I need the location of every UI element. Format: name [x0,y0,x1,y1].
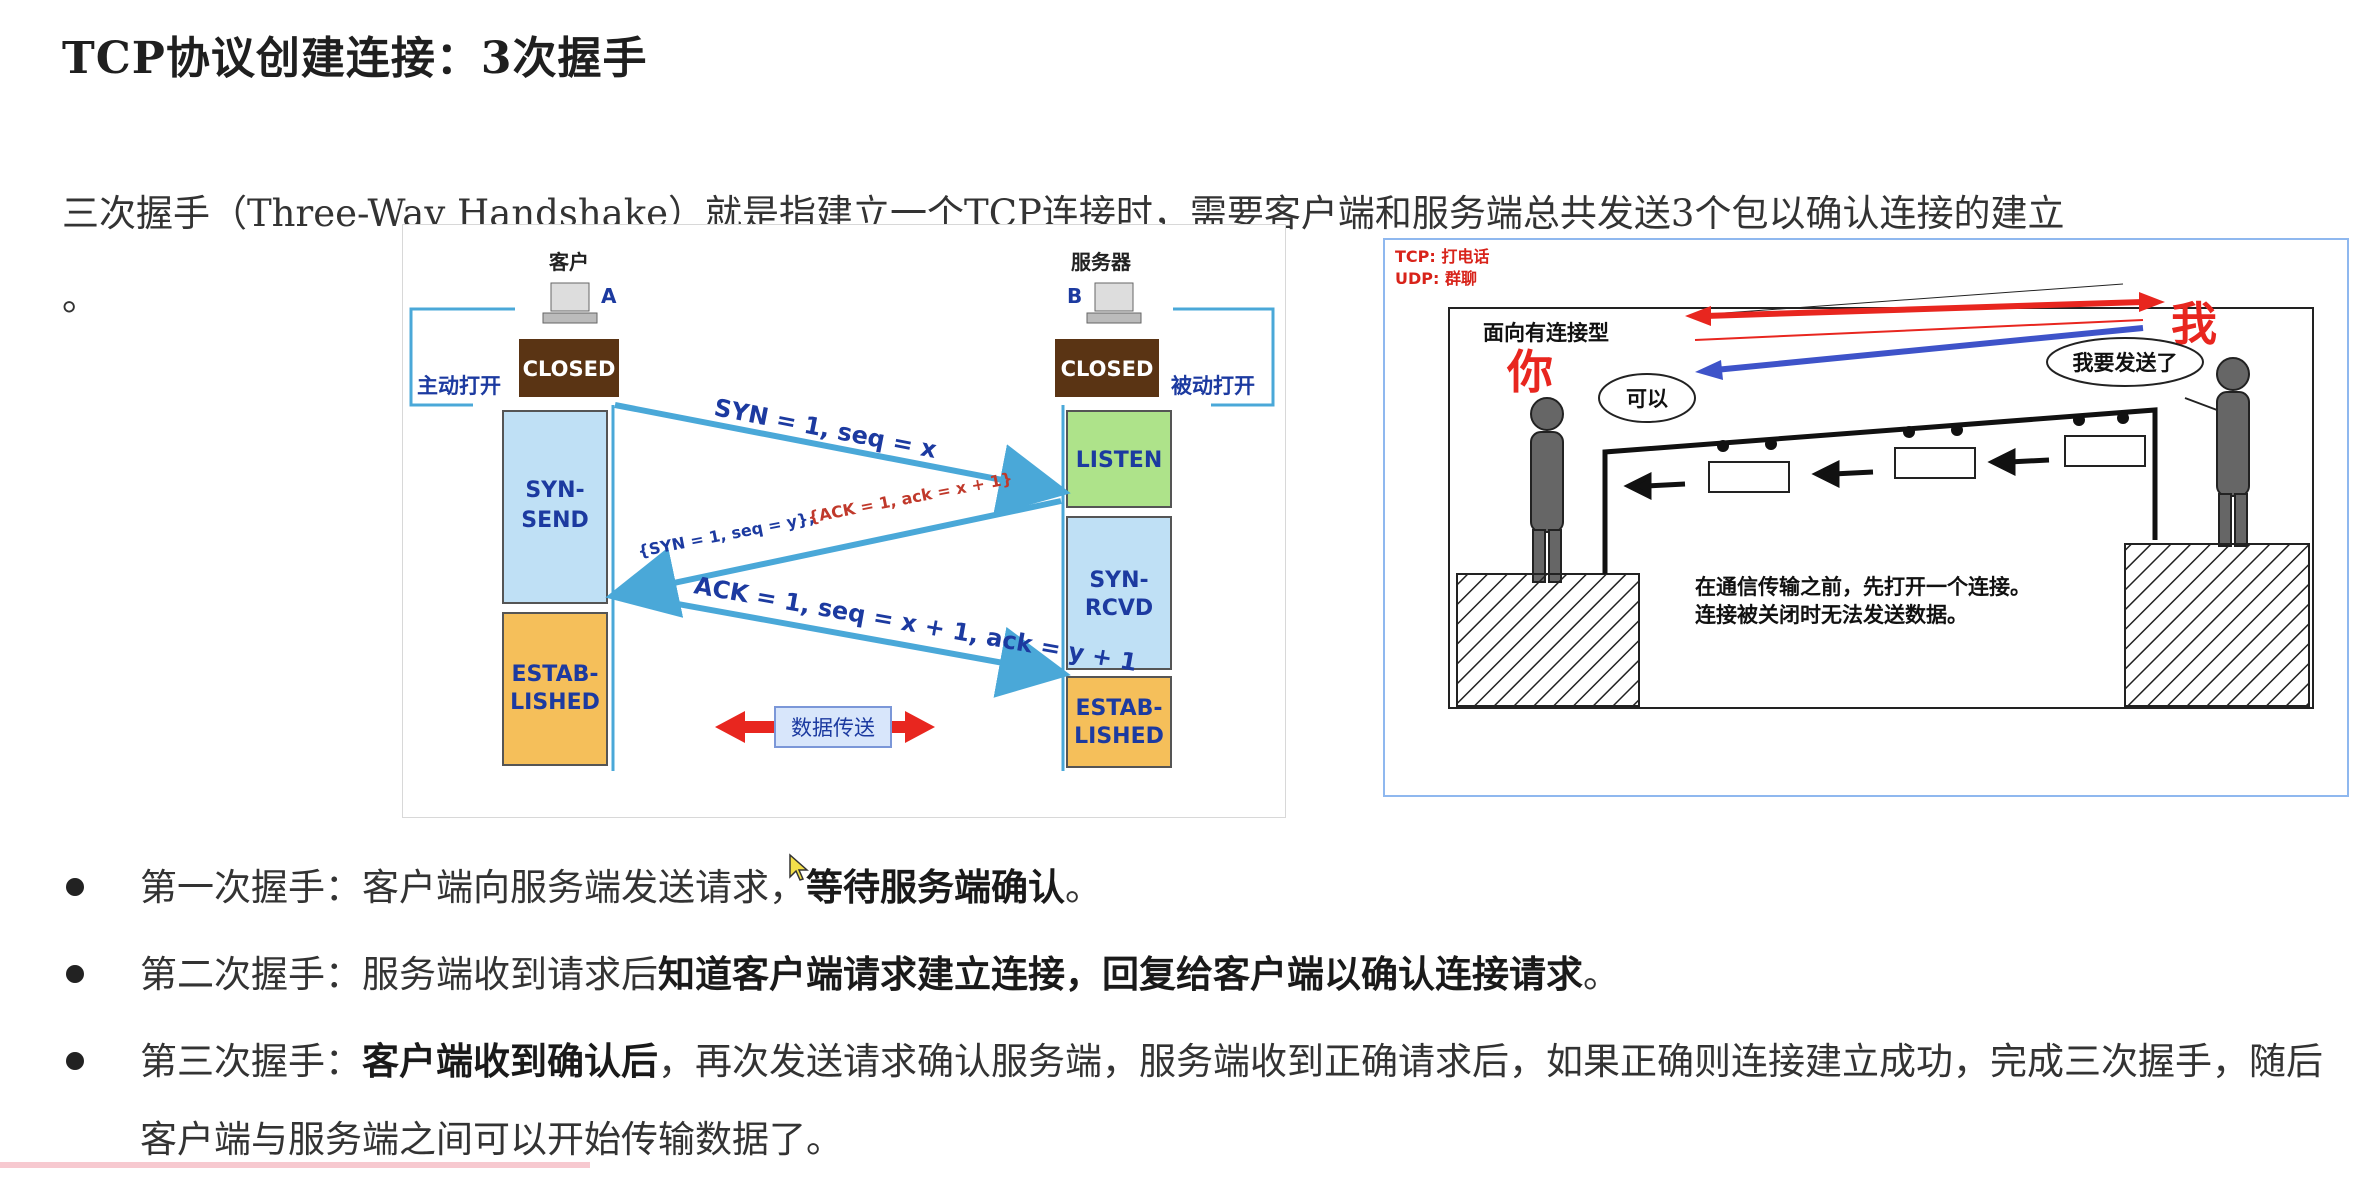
bullet-dot [66,965,84,983]
client-state-established [502,612,608,766]
connection-wire [1602,407,2158,574]
mouse-cursor-icon [789,853,809,881]
right-ground [2124,543,2310,707]
data-transfer-label: 数据传送 [791,716,875,740]
highlight-bar [0,1162,590,1168]
server-state-listen [1066,410,1172,508]
step3-bold: 客户端收到确认后 [362,1039,658,1083]
bullet-dot [66,878,84,896]
handshake-diagram: 客户 A 服务器 B 主动打开 被动打开 CLOSED SYN- SEND ES… [402,224,1286,818]
left-ground [1456,573,1640,707]
client-label: 客户 [548,250,589,274]
me-label: 我 [2171,297,2217,351]
step1-bold: 等待服务端确认 [806,865,1065,909]
list-item: 第二次握手：服务端收到请求后知道客户端请求建立连接，回复给客户端以确认连接请求。 [62,935,2352,1014]
passive-open-label: 被动打开 [1171,374,1255,398]
caption-line2: 连接被关闭时无法发送数据。 [1695,603,1968,627]
legend-tcp: TCP: 打电话 [1395,247,1489,266]
step2-bold: 知道客户端请求建立连接，回复给客户端以确认连接请求 [658,952,1583,996]
packet-1 [1708,438,1790,493]
request-arrow [1704,299,2144,319]
connection-analogy-diagram: TCP: 打电话 UDP: 群聊 面向有连接型 你 我 可以 我要发送了 [1383,238,2349,797]
client-state-est-l2: LISHED [510,690,600,715]
page-title: TCP协议创建连接：3次握手 [62,33,648,84]
bubble-right [2046,337,2204,387]
syn-arrow [614,402,1071,515]
person-left-icon [1530,397,1564,583]
bubble-left-text: 可以 [1626,387,1668,411]
client-computer-icon [542,282,598,324]
packet-3 [2064,412,2146,467]
server-state-closed [1055,339,1159,397]
syn-ack-message-a: {SYN = 1, seq = y}, [636,508,816,561]
step2-suffix: 。 [1583,953,1620,996]
step1-prefix: 第一次握手：客户端向服务端发送请求， [140,866,806,909]
server-state-listen-label: LISTEN [1076,448,1163,473]
client-letter: A [601,284,617,308]
client-state-closed-label: CLOSED [523,357,616,381]
client-state-syn-send-l1: SYN- [525,478,584,503]
client-state-syn-send [502,410,608,604]
server-state-syn-rcvd [1066,516,1172,670]
step2-prefix: 第二次握手：服务端收到请求后 [140,953,658,996]
ack-arrow [616,590,1071,698]
intro-tail: 。 [62,276,99,319]
server-label: 服务器 [1071,250,1132,274]
step3-suffix: ，再次发送请求确认服务端，服务端收到正确请求后，如果正确则连接建立成功，完成三次… [140,1040,2323,1161]
server-state-est-l2: LISHED [1074,724,1164,749]
list-item: 第三次握手：客户端收到确认后，再次发送请求确认服务端，服务端收到正确请求后，如果… [62,1022,2352,1179]
passive-open-loop [1173,307,1275,407]
response-arrow [1714,325,2144,373]
server-state-established [1066,676,1172,768]
client-state-syn-send-l2: SEND [521,508,589,533]
legend-udp: UDP: 群聊 [1395,269,1477,288]
step3-prefix: 第三次握手： [140,1040,362,1083]
syn-ack-arrow [605,498,1062,618]
bullet-dot [66,1052,84,1070]
handshake-steps-list: 第一次握手：客户端向服务端发送请求，等待服务端确认。 第二次握手：服务端收到请求… [62,848,2352,1187]
client-state-est-l1: ESTAB- [511,662,598,687]
server-letter: B [1067,284,1082,308]
list-item: 第一次握手：客户端向服务端发送请求，等待服务端确认。 [62,848,2352,927]
server-state-closed-label: CLOSED [1061,357,1154,381]
person-right-icon [2184,357,2250,547]
client-state-closed [519,339,619,397]
active-open-label: 主动打开 [417,374,501,398]
bubble-right-text: 我要发送了 [2073,351,2178,375]
data-transfer-arrow [715,706,935,748]
you-label: 你 [1506,345,1553,399]
active-open-loop [409,307,515,407]
caption-line1: 在通信传输之前，先打开一个连接。 [1695,575,2031,599]
step1-suffix: 。 [1065,866,1102,909]
packet-2 [1894,424,1976,479]
connection-type-label: 面向有连接型 [1483,321,1609,345]
server-state-syn-rcvd-l1: SYN- [1089,568,1148,593]
bubble-left [1598,373,1696,423]
server-state-est-l1: ESTAB- [1075,696,1162,721]
server-state-syn-rcvd-l2: RCVD [1085,596,1153,621]
server-computer-icon [1086,282,1142,324]
flow-arrows [1623,447,2050,501]
